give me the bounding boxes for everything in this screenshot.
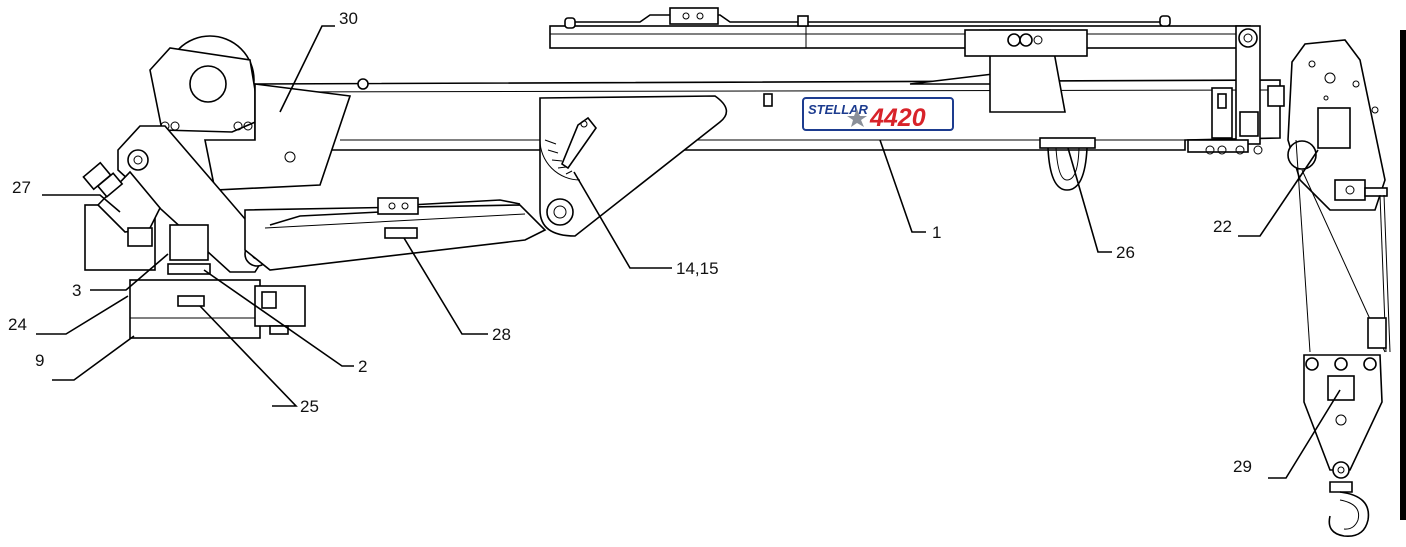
leader-28 <box>403 237 488 335</box>
stellar-4420-logo: STELLAR 4420 <box>802 97 954 132</box>
extension-cylinder <box>549 7 1251 49</box>
leader-14-15 <box>573 171 672 269</box>
tip-arm <box>1287 39 1388 211</box>
leader-24 <box>36 295 129 335</box>
callout-27: 27 <box>12 178 31 197</box>
hook-block <box>1303 354 1383 537</box>
leader-22 <box>1238 149 1319 237</box>
logo-model-text: 4420 <box>869 104 926 132</box>
callout-2: 2 <box>358 357 367 376</box>
callout-labels: 30 27 3 24 9 25 2 28 14,15 1 26 22 29 <box>8 9 1252 476</box>
angle-plate <box>539 95 728 237</box>
winch-drum <box>149 35 261 133</box>
boom-tie-down-hook <box>1039 137 1096 191</box>
callout-26: 26 <box>1116 243 1135 262</box>
callout-28: 28 <box>492 325 511 344</box>
callout-22: 22 <box>1213 217 1232 236</box>
logo-star-icon <box>847 109 867 127</box>
rotation-motor <box>82 161 161 247</box>
leader-1 <box>879 139 926 233</box>
callout-30: 30 <box>339 9 358 28</box>
callout-29: 29 <box>1233 457 1252 476</box>
leader-29 <box>1268 389 1341 479</box>
logo-brand-text: STELLAR <box>808 102 869 117</box>
leader-25 <box>199 305 298 407</box>
leader-26 <box>1067 147 1112 253</box>
boom-trunnion <box>964 29 1088 113</box>
callout-25: 25 <box>300 397 319 416</box>
leader-3 <box>90 253 169 291</box>
wire-rope <box>1295 139 1391 353</box>
leader-30 <box>279 25 335 113</box>
boom-tip <box>1187 25 1285 155</box>
leader-lines <box>36 25 1341 479</box>
main-boom <box>254 71 1281 151</box>
leader-27 <box>42 194 121 213</box>
leader-2 <box>203 269 354 367</box>
callout-14-15: 14,15 <box>676 259 719 278</box>
callout-9: 9 <box>35 351 44 370</box>
callout-24: 24 <box>8 315 27 334</box>
callout-3: 3 <box>72 281 81 300</box>
leader-9 <box>52 335 135 381</box>
lift-cylinder <box>244 197 547 271</box>
frame-edge <box>1400 30 1406 520</box>
angle-indicator-needle <box>561 116 597 170</box>
callout-1: 1 <box>932 223 941 242</box>
